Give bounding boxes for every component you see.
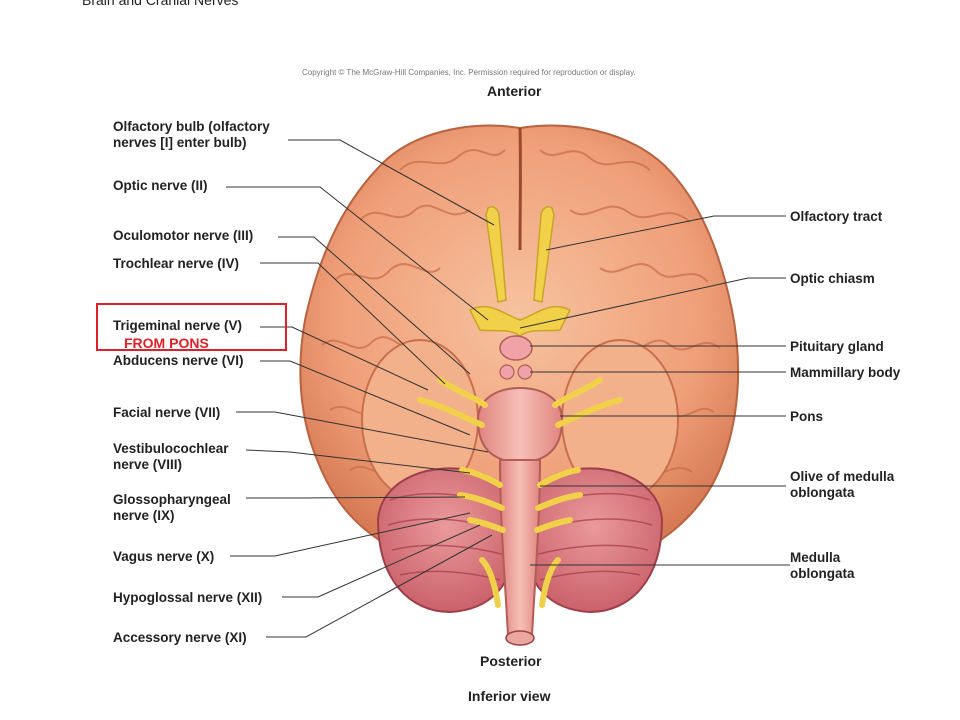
copyright-notice: Copyright © The McGraw-Hill Companies, I… bbox=[302, 68, 636, 77]
mammillary-body-left bbox=[499, 364, 515, 380]
label-trigeminal-nerve: Trigeminal nerve (V) bbox=[113, 318, 243, 333]
leader-lines bbox=[226, 139, 790, 638]
label-hypoglossal-nerve: Hypoglossal nerve (XII) bbox=[113, 590, 263, 605]
label-olive-of-medulla: Olive of medulla oblongata bbox=[790, 469, 895, 500]
label-vestibulocochlear-nerve: Vestibulocochlear nerve (VIII) bbox=[113, 441, 229, 472]
label-optic-chiasm: Optic chiasm bbox=[790, 271, 875, 286]
label-oculomotor-nerve: Oculomotor nerve (III) bbox=[113, 228, 254, 243]
cranial-nerve-strands bbox=[417, 377, 623, 608]
label-accessory-nerve: Accessory nerve (XI) bbox=[113, 630, 247, 645]
trigeminal-highlight-box bbox=[96, 303, 287, 351]
orientation-posterior: Posterior bbox=[480, 653, 542, 669]
from-pons-annotation: FROM PONS bbox=[124, 335, 209, 351]
label-pons: Pons bbox=[790, 409, 824, 424]
label-mammillary-body: Mammillary body bbox=[790, 365, 901, 380]
spinal-cord-cut bbox=[505, 630, 535, 646]
label-trochlear-nerve: Trochlear nerve (IV) bbox=[113, 256, 240, 271]
label-pituitary-gland: Pituitary gland bbox=[790, 339, 884, 354]
orientation-anterior: Anterior bbox=[487, 83, 542, 99]
label-olfactory-tract: Olfactory tract bbox=[790, 209, 883, 224]
label-optic-nerve: Optic nerve (II) bbox=[113, 178, 208, 193]
medulla-oblongata bbox=[498, 459, 542, 636]
label-glossopharyngeal-nerve: Glossopharyngeal nerve (IX) bbox=[113, 492, 231, 523]
view-label: Inferior view bbox=[468, 688, 551, 704]
label-medulla-oblongata: Medulla oblongata bbox=[790, 550, 855, 581]
label-facial-nerve: Facial nerve (VII) bbox=[113, 405, 221, 420]
slide-title: Brain and Cranial Nerves bbox=[82, 0, 239, 8]
pons bbox=[476, 386, 564, 464]
optic-chiasm-shape bbox=[468, 305, 572, 337]
olfactory-nerves bbox=[485, 206, 555, 303]
pituitary-gland-shape bbox=[499, 335, 533, 361]
label-vagus-nerve: Vagus nerve (X) bbox=[113, 549, 215, 564]
label-olfactory-bulb: Olfactory bulb (olfactory nerves [I] ent… bbox=[113, 119, 270, 150]
mammillary-body-right bbox=[517, 364, 533, 380]
label-abducens-nerve: Abducens nerve (VI) bbox=[113, 353, 244, 368]
